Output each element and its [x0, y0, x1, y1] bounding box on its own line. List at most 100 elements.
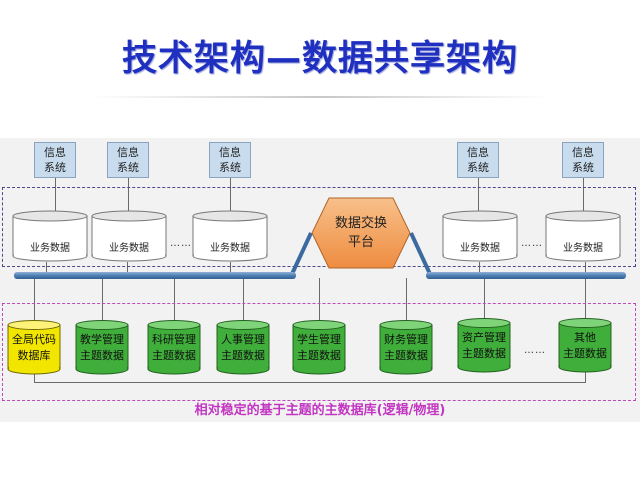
theme-database-label: 其他 主题数据 [558, 330, 612, 362]
theme-database-line2: 主题数据 [462, 347, 506, 360]
database-cylinder-icon [545, 210, 621, 262]
info-system-label: 信息 [572, 146, 594, 159]
connector-line [230, 178, 231, 211]
theme-database-label: 人事管理 主题数据 [216, 332, 270, 364]
info-system-label: 系统 [117, 161, 139, 174]
theme-database-line1: 人事管理 [221, 333, 265, 346]
connector-line [230, 262, 231, 272]
database-cylinder-icon [91, 210, 167, 262]
info-system-label: 系统 [44, 161, 66, 174]
connector-line [585, 372, 586, 382]
connector-line [102, 278, 103, 320]
data-bus-left [14, 272, 296, 279]
business-database: 业务数据 [91, 210, 167, 262]
theme-database-line1: 科研管理 [152, 333, 196, 346]
hexagon-shape [311, 197, 411, 269]
business-database-label: 业务数据 [109, 243, 149, 254]
database-cylinder-icon [457, 318, 511, 373]
hub-connector-left [290, 232, 313, 275]
theme-database-line1: 资产管理 [462, 331, 506, 344]
data-bus-right [426, 272, 626, 279]
connector-line [585, 262, 586, 272]
connector-line [479, 262, 480, 272]
info-system-box: 信息 系统 [457, 142, 499, 178]
theme-database: 全局代码 数据库 [7, 320, 61, 376]
theme-database: 科研管理 主题数据 [147, 320, 201, 376]
theme-database-line2: 主题数据 [80, 349, 124, 362]
info-system-label: 系统 [219, 161, 241, 174]
connector-line [55, 178, 56, 211]
hub-connector-right [409, 232, 432, 275]
info-system-box: 信息 系统 [107, 142, 149, 178]
database-cylinder-icon [7, 320, 61, 375]
theme-database-label: 教学管理 主题数据 [75, 332, 129, 364]
business-database-label: 业务数据 [563, 243, 603, 254]
connector-line [478, 178, 479, 211]
business-database-label: 业务数据 [30, 243, 70, 254]
theme-database-label: 全局代码 数据库 [7, 332, 61, 364]
connector-line [585, 278, 586, 320]
theme-database-line1: 财务管理 [384, 333, 428, 346]
connector-line [243, 278, 244, 320]
database-cylinder-icon [12, 210, 88, 262]
database-cylinder-icon [147, 320, 201, 375]
ellipsis: …… [524, 345, 546, 356]
theme-database-label: 学生管理 主题数据 [292, 332, 346, 364]
database-cylinder-icon [292, 320, 346, 375]
connector-line [583, 178, 584, 211]
theme-database-line1: 学生管理 [297, 333, 341, 346]
database-cylinder-icon [192, 210, 268, 262]
info-system-label: 信息 [219, 146, 241, 159]
theme-database-line2: 主题数据 [297, 349, 341, 362]
connector-line [34, 278, 35, 320]
connector-line [319, 278, 320, 320]
theme-database: 学生管理 主题数据 [292, 320, 346, 376]
theme-database: 资产管理 主题数据 [457, 318, 511, 374]
database-cylinder-icon [75, 320, 129, 375]
database-cylinder-icon [216, 320, 270, 375]
info-system-box: 信息 系统 [34, 142, 76, 178]
business-database: 业务数据 [192, 210, 268, 262]
connector-line [406, 278, 407, 320]
info-system-label: 信息 [117, 146, 139, 159]
info-system-label: 信息 [44, 146, 66, 159]
business-layer-frame [2, 187, 636, 267]
theme-database: 财务管理 主题数据 [379, 320, 433, 376]
theme-database-line1: 全局代码 [12, 333, 56, 346]
connector-line [34, 382, 586, 383]
theme-database-label: 财务管理 主题数据 [379, 332, 433, 364]
theme-database: 教学管理 主题数据 [75, 320, 129, 376]
exchange-platform-line: 数据交换 [334, 216, 387, 231]
theme-database-line2: 主题数据 [563, 347, 607, 360]
theme-database-line2: 主题数据 [221, 349, 265, 362]
theme-database: 人事管理 主题数据 [216, 320, 270, 376]
data-exchange-platform: 数据交换 平台 [311, 196, 411, 270]
connector-line [174, 278, 175, 320]
database-cylinder-icon [442, 210, 518, 262]
business-database: 业务数据 [12, 210, 88, 262]
connector-line [127, 262, 128, 272]
ellipsis: …… [521, 238, 543, 249]
connector-line [128, 178, 129, 211]
theme-database-label: 科研管理 主题数据 [147, 332, 201, 364]
connector-line [34, 372, 35, 382]
diagram-panel [0, 138, 640, 422]
master-database-caption: 相对稳定的基于主题的主数据库(逻辑/物理) [194, 403, 446, 418]
connector-line [46, 262, 47, 272]
business-database: 业务数据 [442, 210, 518, 262]
info-system-box: 信息 系统 [562, 142, 604, 178]
theme-database-label: 资产管理 主题数据 [457, 330, 511, 362]
business-database-label: 业务数据 [460, 243, 500, 254]
database-cylinder-icon [379, 320, 433, 375]
database-cylinder-icon [558, 318, 612, 373]
theme-layer-frame [2, 303, 636, 401]
title-divider [90, 96, 550, 98]
connector-line [484, 278, 485, 320]
exchange-platform-label: 数据交换 平台 [311, 214, 411, 252]
theme-database: 其他 主题数据 [558, 318, 612, 374]
page-title: 技术架构—数据共享架构 [121, 39, 518, 79]
theme-database-line2: 主题数据 [384, 349, 428, 362]
info-system-label: 系统 [467, 161, 489, 174]
ellipsis: …… [170, 238, 192, 249]
business-database: 业务数据 [545, 210, 621, 262]
